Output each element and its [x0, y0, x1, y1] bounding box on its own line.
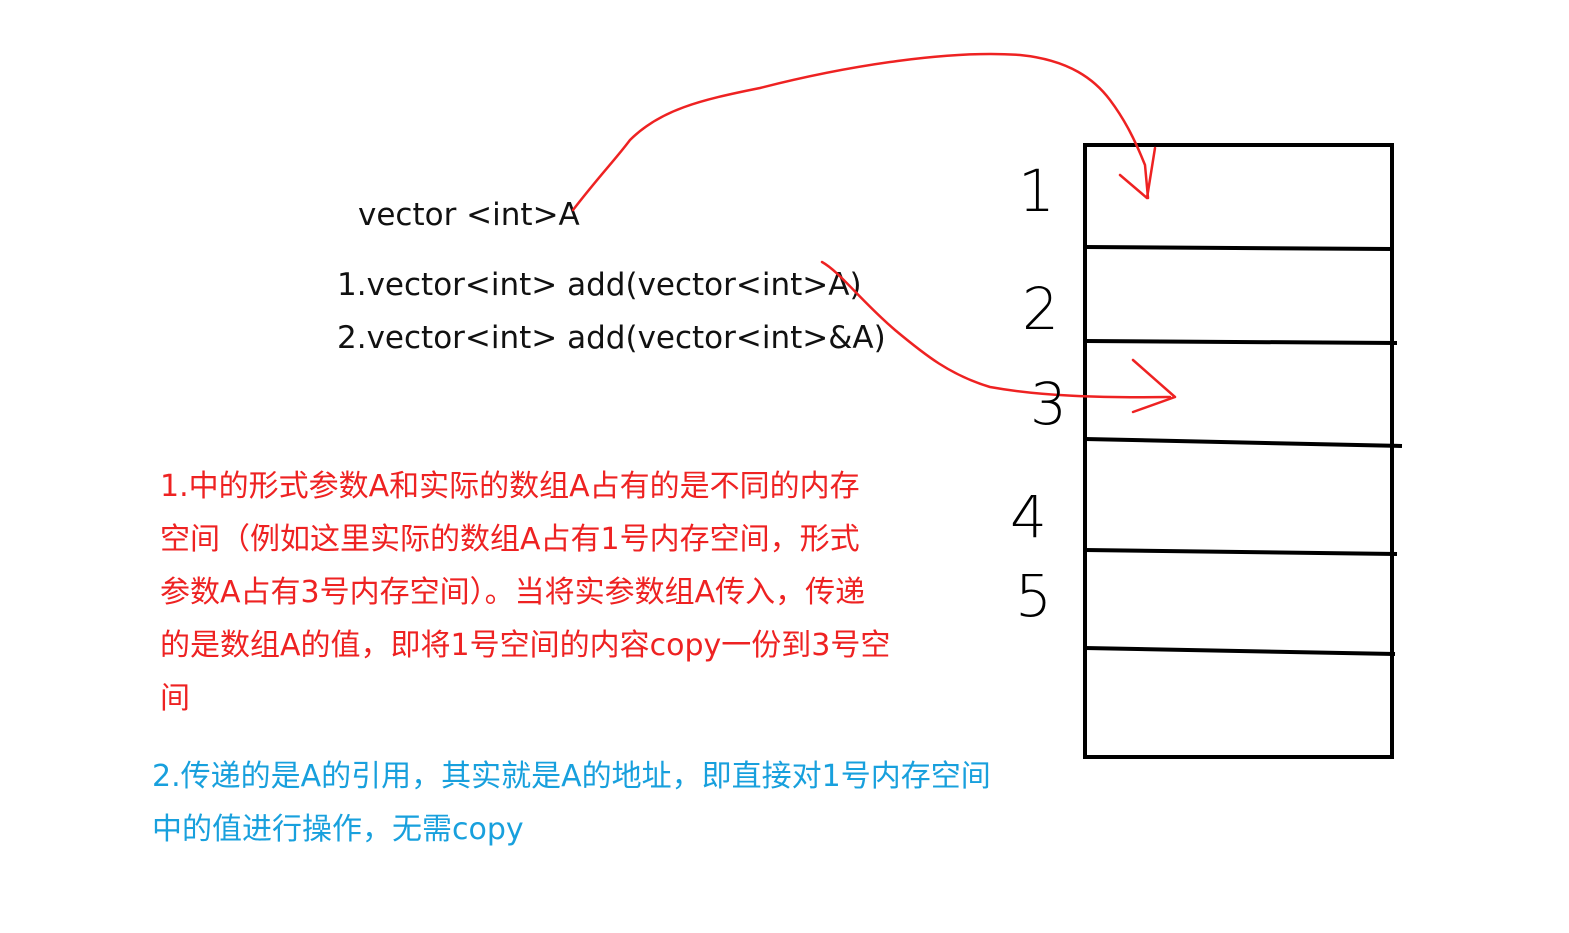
- slot-number: 5: [1015, 562, 1052, 630]
- signature-by-reference: 2.vector<int> add(vector<int>&A): [337, 320, 886, 356]
- slot-divider: [1084, 548, 1398, 556]
- explanation-by-reference: 2.传递的是A的引用，其实就是A的地址，即直接对1号内存空间 中的值进行操作，无…: [152, 750, 1052, 856]
- slot-number: 2: [1022, 275, 1059, 343]
- memory-block: [1083, 143, 1394, 759]
- explanation-line: 2.传递的是A的引用，其实就是A的地址，即直接对1号内存空间: [152, 759, 991, 794]
- slot-divider: [1084, 646, 1396, 656]
- explanation-line: 空间（例如这里实际的数组A占有1号内存空间，形式: [160, 522, 860, 557]
- slot-divider: [1084, 437, 1403, 448]
- arrow-head-icon: [1118, 146, 1157, 200]
- slot-divider: [1084, 339, 1398, 345]
- explanation-by-value: 1.中的形式参数A和实际的数组A占有的是不同的内存 空间（例如这里实际的数组A占…: [160, 460, 940, 725]
- slot-number: 1: [1018, 157, 1055, 225]
- signature-by-value: 1.vector<int> add(vector<int>A): [337, 267, 862, 303]
- explanation-line: 中的值进行操作，无需copy: [152, 812, 524, 847]
- explanation-line: 1.中的形式参数A和实际的数组A占有的是不同的内存: [160, 469, 860, 504]
- copy-arrow-to-slot-1: [571, 52, 1150, 212]
- copy-arrow-to-slot-3: [820, 260, 1172, 399]
- explanation-line: 的是数组A的值，即将1号空间的内容copy一份到3号空: [160, 628, 891, 663]
- arrow-head-icon: [1131, 358, 1177, 414]
- explanation-line: 参数A占有3号内存空间）。当将实参数组A传入，传递: [160, 575, 866, 610]
- slot-number: 4: [1010, 483, 1047, 551]
- slot-number: 3: [1030, 370, 1067, 438]
- explanation-line: 间: [160, 681, 190, 716]
- slot-divider: [1084, 245, 1393, 251]
- vector-declaration: vector <int>A: [358, 197, 580, 233]
